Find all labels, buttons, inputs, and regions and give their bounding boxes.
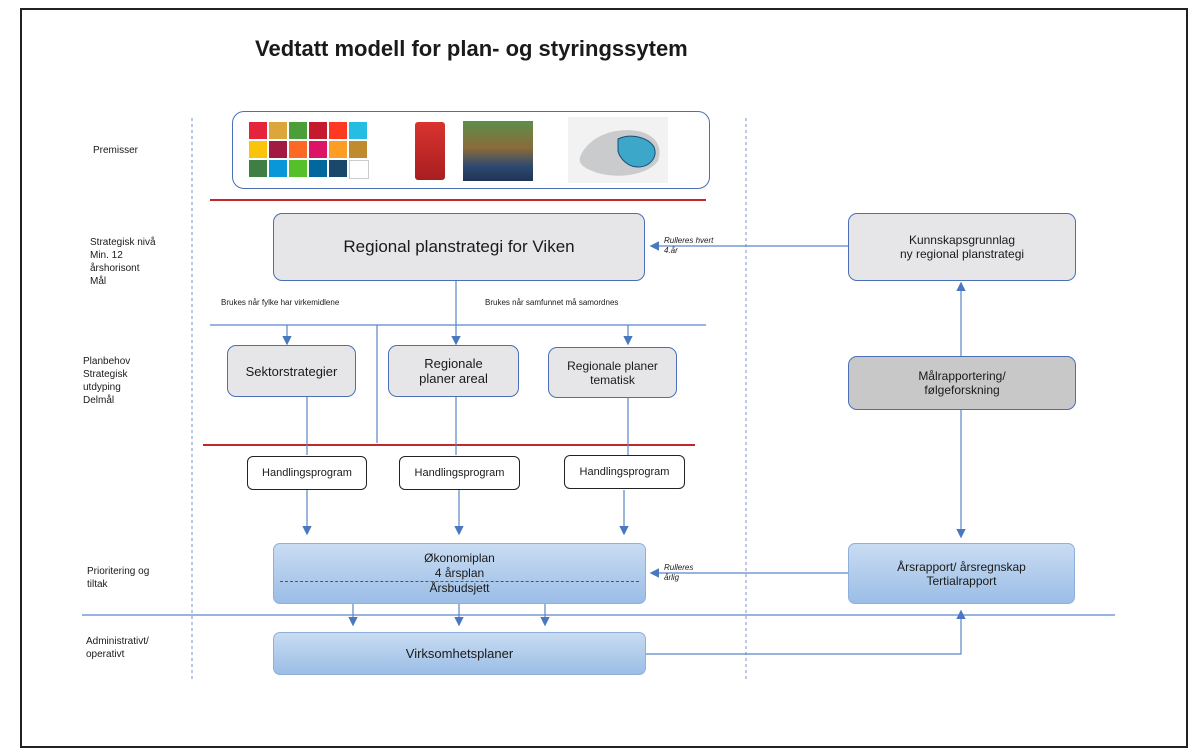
sdg-tile <box>269 141 287 158</box>
sdg-tile <box>349 160 369 179</box>
handlingsprogram-box-3: Handlingsprogram <box>564 455 685 489</box>
premisser-panel <box>232 111 710 189</box>
red-dividers <box>203 199 706 446</box>
sdg-tile <box>249 141 267 158</box>
row-label-premisser: Premisser <box>93 145 139 156</box>
sdg-goals-icon <box>249 122 369 179</box>
building-photo-icon <box>463 121 533 181</box>
virksomhetsplaner-box: Virksomhetsplaner <box>273 632 646 675</box>
sdg-tile <box>349 141 367 158</box>
note-brukes-fylke: Brukes når fylke har virkemidlene <box>221 298 340 307</box>
arrow-virksomhet-to-arsrapport <box>646 609 966 655</box>
handlingsprogram-box-2: Handlingsprogram <box>399 456 520 490</box>
sdg-tile <box>289 122 307 139</box>
sdg-tile <box>329 141 347 158</box>
sdg-tile <box>289 141 307 158</box>
sdg-tile <box>309 141 327 158</box>
sdg-tile <box>249 122 267 139</box>
sdg-tile <box>309 122 327 139</box>
malrapportering-box: Målrapportering/følgeforskning <box>848 356 1076 410</box>
note-brukes-samfunnet: Brukes når samfunnet må samordnes <box>485 298 619 307</box>
sdg-tile <box>329 160 347 177</box>
okonomiplan-dashed-divider <box>280 581 639 582</box>
sdg-tile <box>289 160 307 177</box>
diagram-title: Vedtatt modell for plan- og styringssyte… <box>255 36 688 61</box>
handlingsprogram-box-1: Handlingsprogram <box>247 456 367 490</box>
book-icon <box>415 122 445 180</box>
sektorstrategier-box: Sektorstrategier <box>227 345 356 397</box>
sdg-tile <box>249 160 267 177</box>
sdg-tile <box>349 122 367 139</box>
map-icon <box>568 117 668 183</box>
regional-planstrategi-box: Regional planstrategi for Viken <box>273 213 645 281</box>
sdg-tile <box>269 160 287 177</box>
sdg-tile <box>309 160 327 177</box>
sdg-tile <box>269 122 287 139</box>
row-label-administrativt: Administrativt/operativt <box>86 636 149 660</box>
dashed-separators <box>191 118 747 680</box>
sdg-tile <box>329 122 347 139</box>
